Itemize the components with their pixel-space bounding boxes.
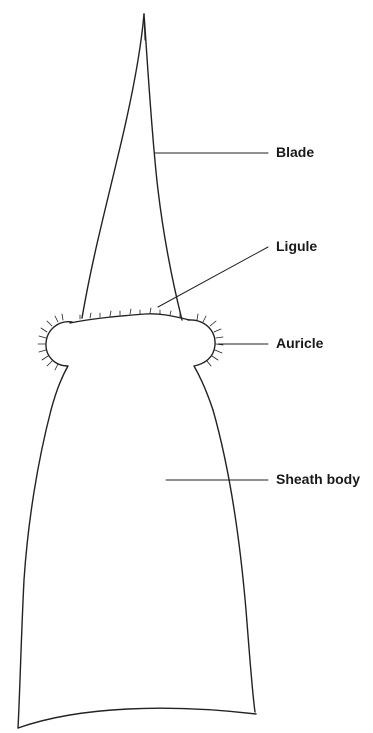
blade-outline xyxy=(82,14,144,318)
blade-right-edge xyxy=(144,14,182,320)
auricle-hairs xyxy=(38,308,223,370)
sheath-left-edge xyxy=(18,410,51,728)
sheath-right-edge xyxy=(213,410,255,712)
sheath-bottom-edge xyxy=(18,708,256,728)
auricle-label: Auricle xyxy=(276,335,323,351)
ligule-edge xyxy=(70,314,190,323)
ligule-label: Ligule xyxy=(276,238,317,254)
left-auricle xyxy=(46,322,72,410)
blade-label: Blade xyxy=(276,144,314,160)
right-auricle xyxy=(188,320,215,410)
sheath-body-label: Sheath body xyxy=(276,471,360,487)
ligule-leader xyxy=(158,247,268,307)
